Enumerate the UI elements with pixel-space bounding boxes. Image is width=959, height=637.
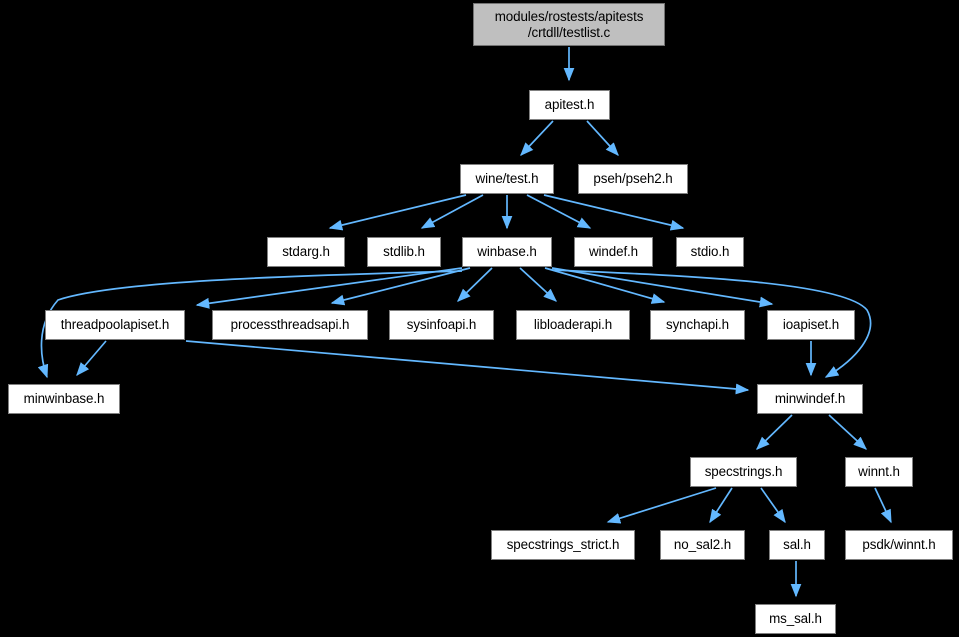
edge-winbase-to-sysinfoapi [457,267,493,302]
node-label: stdarg.h [282,244,330,260]
node-label: processthreadsapi.h [230,317,350,333]
edge-winetest-to-stdio [543,194,685,231]
node-wine-test-h[interactable]: wine/test.h [460,164,554,194]
node-winbase-h[interactable]: winbase.h [462,237,552,267]
node-label: sysinfoapi.h [406,317,477,333]
node-psdk-winnt-h[interactable]: psdk/winnt.h [845,530,953,560]
node-sysinfoapi-h[interactable]: sysinfoapi.h [389,310,494,340]
node-synchapi-h[interactable]: synchapi.h [650,310,745,340]
edge-minwindef-to-specstrings [756,414,793,450]
node-label: windef.h [588,244,639,260]
node-label: stdlib.h [383,244,425,260]
node-stdarg-h[interactable]: stdarg.h [267,237,345,267]
node-label: minwinbase.h [23,391,105,407]
node-label: threadpoolapiset.h [60,317,170,333]
node-label: psdk/winnt.h [862,537,936,553]
edge-threadpoolapiset-to-minwindef [185,340,750,395]
edge-winetest-to-windef [526,194,592,229]
edge-winbase-to-threadpoolapiset [195,267,463,309]
edge-threadpoolapiset-to-minwinbase [76,340,107,377]
node-label: ms_sal.h [769,611,822,627]
edge-winnt-to-psdkwinnt [874,487,892,524]
edge-minwindef-to-winnt [828,414,868,450]
node-label: specstrings_strict.h [506,537,620,553]
node-minwinbase-h[interactable]: minwinbase.h [8,384,120,414]
node-ioapiset-h[interactable]: ioapiset.h [767,310,855,340]
edge-winetest-to-stdarg [328,194,467,231]
edge-apitest-to-winetest [520,120,554,156]
node-no-sal2-h[interactable]: no_sal2.h [660,530,745,560]
node-processthreadsapi-h[interactable]: processthreadsapi.h [212,310,368,340]
node-windef-h[interactable]: windef.h [574,237,653,267]
node-label: modules/rostests/apitests /crtdll/testli… [494,8,644,40]
edge-winbase-to-processthreadsapi [330,267,471,306]
node-label: no_sal2.h [673,537,732,553]
node-modules-rostests-apitests-crtdll-testlist-c[interactable]: modules/rostests/apitests /crtdll/testli… [473,3,665,46]
node-libloaderapi-h[interactable]: libloaderapi.h [516,310,630,340]
node-label: apitest.h [544,97,595,113]
node-label: sal.h [783,537,811,553]
edge-winbase-to-synchapi [544,267,666,304]
node-minwindef-h[interactable]: minwindef.h [757,384,863,414]
node-label: minwindef.h [774,391,846,407]
node-threadpoolapiset-h[interactable]: threadpoolapiset.h [45,310,185,340]
node-label: winbase.h [477,244,537,260]
node-winnt-h[interactable]: winnt.h [845,457,913,487]
node-specstrings-h[interactable]: specstrings.h [690,457,797,487]
edge-specstrings-to-specstrings-strict [606,487,717,524]
node-label: libloaderapi.h [533,317,613,333]
edge-specstrings-to-sal [760,487,786,524]
node-label: ioapiset.h [782,317,840,333]
node-label: winnt.h [858,464,900,480]
node-label: specstrings.h [704,464,783,480]
node-ms-sal-h[interactable]: ms_sal.h [755,604,836,634]
edge-specstrings-to-no-sal2 [709,487,733,524]
node-label: wine/test.h [475,171,539,187]
node-label: stdio.h [690,244,730,260]
edge-winetest-to-stdlib [420,194,484,229]
node-specstrings-strict-h[interactable]: specstrings_strict.h [491,530,635,560]
node-sal-h[interactable]: sal.h [769,530,825,560]
edge-winbase-to-ioapiset [551,267,774,308]
node-label: pseh/pseh2.h [593,171,673,187]
node-label: synchapi.h [665,317,730,333]
edge-apitest-to-psehpseh2 [586,120,619,157]
edge-winbase-to-libloaderapi [519,267,558,302]
node-apitest-h[interactable]: apitest.h [529,90,610,120]
node-stdio-h[interactable]: stdio.h [676,237,744,267]
node-stdlib-h[interactable]: stdlib.h [367,237,441,267]
node-pseh-pseh2-h[interactable]: pseh/pseh2.h [578,164,688,194]
